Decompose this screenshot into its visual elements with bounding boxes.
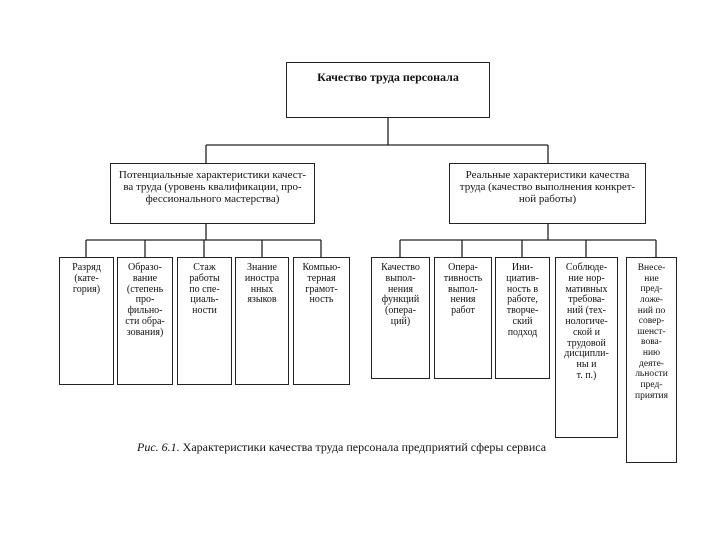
potential-item-label: Стаж работы по спе- циаль- ности: [189, 262, 220, 317]
real-item-label: Опера- тивность выпол- нения работ: [443, 262, 483, 317]
root-label: Качество труда персонала: [317, 70, 459, 84]
real-item-label: Качество выпол- нения функций (опера- ци…: [381, 262, 420, 327]
real-item-label: Ини- циатив- ность в работе, творче- ски…: [506, 262, 539, 338]
figure-reference: Рис. 6.1.: [137, 440, 180, 454]
real-item-label: Внесе- ние пред- ложе- ний по совер- шен…: [635, 263, 668, 401]
potential-item-box: Знание иностра нных языков: [235, 257, 289, 385]
real-item-box: Соблюде- ние нор- мативных требова- ний …: [555, 257, 618, 438]
real-item-box: Ини- циатив- ность в работе, творче- ски…: [495, 257, 550, 379]
potential-item-label: Разряд (кате- гория): [72, 262, 101, 295]
real-item-box: Опера- тивность выпол- нения работ: [434, 257, 492, 379]
real-item-label: Соблюде- ние нор- мативных требова- ний …: [564, 262, 609, 381]
potential-item-label: Образо- вание (степень про- фильно- сти …: [125, 262, 165, 338]
potential-item-label: Компью- терная грамот- ность: [302, 262, 341, 306]
figure-caption: Рис. 6.1. Характеристики качества труда …: [137, 440, 546, 455]
category-real-box: Реальные характеристики качества труда (…: [449, 163, 646, 224]
figure-caption-text: Характеристики качества труда персонала …: [179, 440, 547, 454]
real-item-box: Внесе- ние пред- ложе- ний по совер- шен…: [626, 257, 677, 463]
real-item-box: Качество выпол- нения функций (опера- ци…: [371, 257, 430, 379]
category-real-label: Реальные характеристики качества труда (…: [459, 169, 636, 205]
category-potential-label: Потенциальные характеристики качест- ва …: [118, 169, 307, 205]
potential-item-box: Компью- терная грамот- ность: [293, 257, 350, 385]
potential-item-box: Разряд (кате- гория): [59, 257, 114, 385]
potential-item-box: Стаж работы по спе- циаль- ности: [177, 257, 232, 385]
potential-item-box: Образо- вание (степень про- фильно- сти …: [117, 257, 173, 385]
potential-item-label: Знание иностра нных языков: [244, 262, 280, 306]
category-potential-box: Потенциальные характеристики качест- ва …: [110, 163, 315, 224]
root-box: Качество труда персонала: [286, 62, 490, 118]
